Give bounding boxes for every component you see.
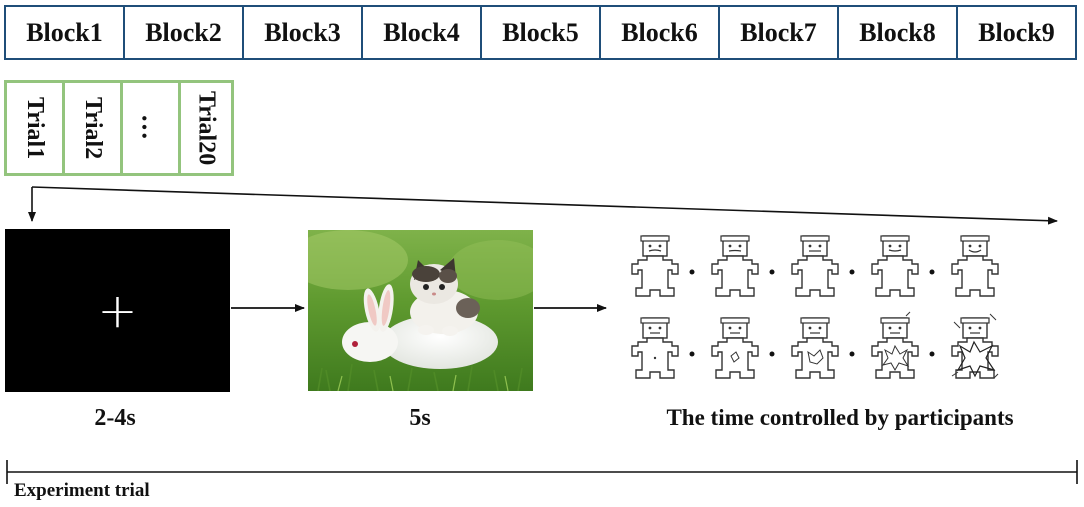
block-cell: Block6 (601, 7, 720, 58)
block-cell: Block5 (482, 7, 601, 58)
trial-row: Trial1 Trial2 … Trial20 (4, 80, 234, 176)
fixation-screen: + (5, 229, 230, 392)
block-cell: Block2 (125, 7, 244, 58)
expansion-arrow (31, 186, 1058, 225)
block-row: Block1 Block2 Block3 Block4 Block5 Block… (4, 5, 1077, 60)
image-duration-label: 5s (409, 405, 431, 431)
block-cell: Block3 (244, 7, 363, 58)
trial-cell: Trial1 (7, 83, 65, 173)
rating-duration-label: The time controlled by participants (666, 405, 1014, 430)
block-cell: Block8 (839, 7, 958, 58)
timeline-label: Experiment trial (14, 480, 150, 501)
trial-cell-ellipsis: … (123, 83, 181, 173)
rating-manikins (631, 235, 999, 379)
block-cell: Block7 (720, 7, 839, 58)
fixation-duration-label: 2-4s (94, 405, 136, 431)
fixation-cross: + (97, 282, 138, 339)
block-cell: Block9 (978, 17, 1055, 47)
block-cell: Block4 (363, 7, 482, 58)
ellipsis-label: … (136, 114, 166, 142)
trial-cell: Trial20 (181, 83, 231, 173)
trial-label: Trial1 (22, 96, 48, 160)
trial-cell: Trial2 (65, 83, 123, 173)
trial-label: Trial2 (80, 96, 106, 160)
block-cell: Block1 (6, 7, 125, 58)
stimulus-photo (308, 230, 533, 391)
trial-label: Trial20 (193, 90, 220, 166)
